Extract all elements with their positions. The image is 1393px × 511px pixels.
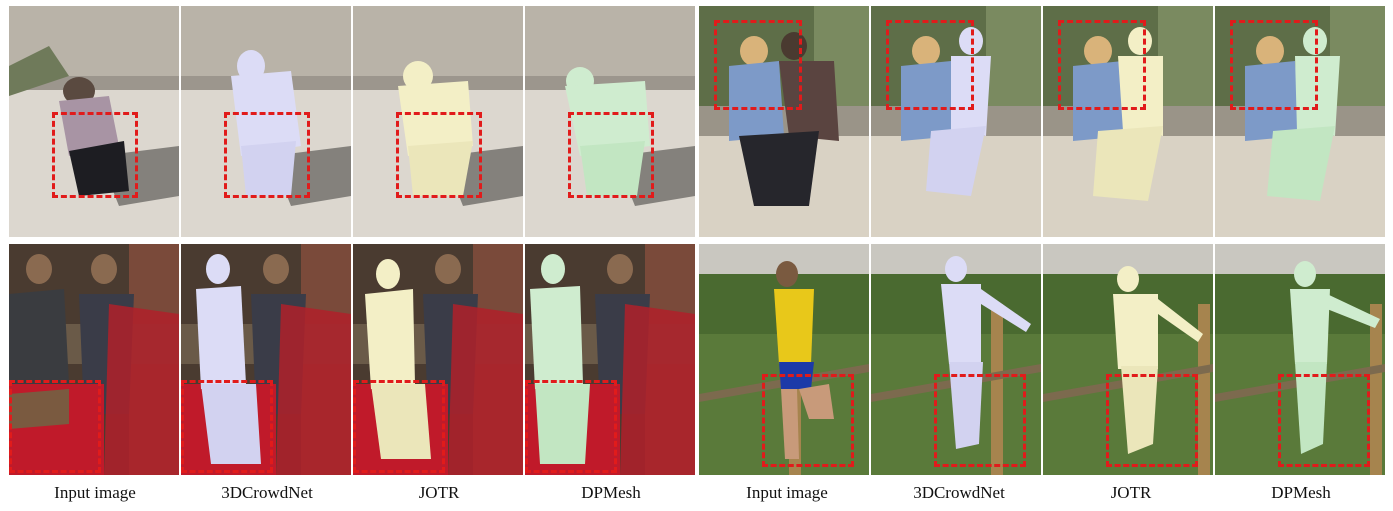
row2-left-input-highlight-box bbox=[9, 380, 101, 473]
row1-right-dpmesh-highlight-box bbox=[1230, 20, 1318, 110]
caption-right-input-image: Input image bbox=[746, 483, 828, 502]
row2-right-3dcrowdnet-image bbox=[871, 244, 1041, 475]
row1-right-3dcrowdnet-highlight-box bbox=[886, 20, 974, 110]
caption-left-3dcrowdnet: 3DCrowdNet bbox=[221, 483, 313, 502]
row1-left-3dcrowdnet-highlight-box bbox=[224, 112, 310, 198]
row1-left-3dcrowdnet-image bbox=[181, 6, 351, 237]
caption-right-3dcrowdnet: 3DCrowdNet bbox=[913, 483, 1005, 502]
row1-left-dpmesh-image bbox=[525, 6, 695, 237]
row2-right-dpmesh-image bbox=[1215, 244, 1385, 475]
row1-left-input-highlight-box bbox=[52, 112, 138, 198]
row2-right-input-image bbox=[699, 244, 869, 475]
row2-left-input-image bbox=[9, 244, 179, 475]
row1-left-jotr-highlight-box bbox=[396, 112, 482, 198]
row2-right-jotr-highlight-box bbox=[1106, 374, 1198, 467]
row2-right-jotr-image bbox=[1043, 244, 1213, 475]
caption-right-jotr: JOTR bbox=[1110, 483, 1152, 502]
row1-right-dpmesh-image bbox=[1215, 6, 1385, 237]
row2-left-3dcrowdnet-highlight-box bbox=[181, 380, 273, 473]
row1-right-jotr-highlight-box bbox=[1058, 20, 1146, 110]
caption-left-input-image: Input image bbox=[54, 483, 136, 502]
row2-left-3dcrowdnet-image bbox=[181, 244, 351, 475]
row2-right-dpmesh-highlight-box bbox=[1278, 374, 1370, 467]
row2-left-dpmesh-image bbox=[525, 244, 695, 475]
row2-left-jotr-image bbox=[353, 244, 523, 475]
row2-right-3dcrowdnet-highlight-box bbox=[934, 374, 1026, 467]
row1-right-input-image bbox=[699, 6, 869, 237]
row2-left-jotr-highlight-box bbox=[353, 380, 445, 473]
row1-right-input-highlight-box bbox=[714, 20, 802, 110]
caption-left-dpmesh: DPMesh bbox=[581, 483, 641, 502]
row2-left-dpmesh-highlight-box bbox=[525, 380, 617, 473]
caption-right-dpmesh: DPMesh bbox=[1271, 483, 1331, 502]
caption-left-jotr: JOTR bbox=[418, 483, 460, 502]
row1-left-dpmesh-highlight-box bbox=[568, 112, 654, 198]
row1-right-jotr-image bbox=[1043, 6, 1213, 237]
row2-right-input-highlight-box bbox=[762, 374, 854, 467]
row1-left-input-image bbox=[9, 6, 179, 237]
